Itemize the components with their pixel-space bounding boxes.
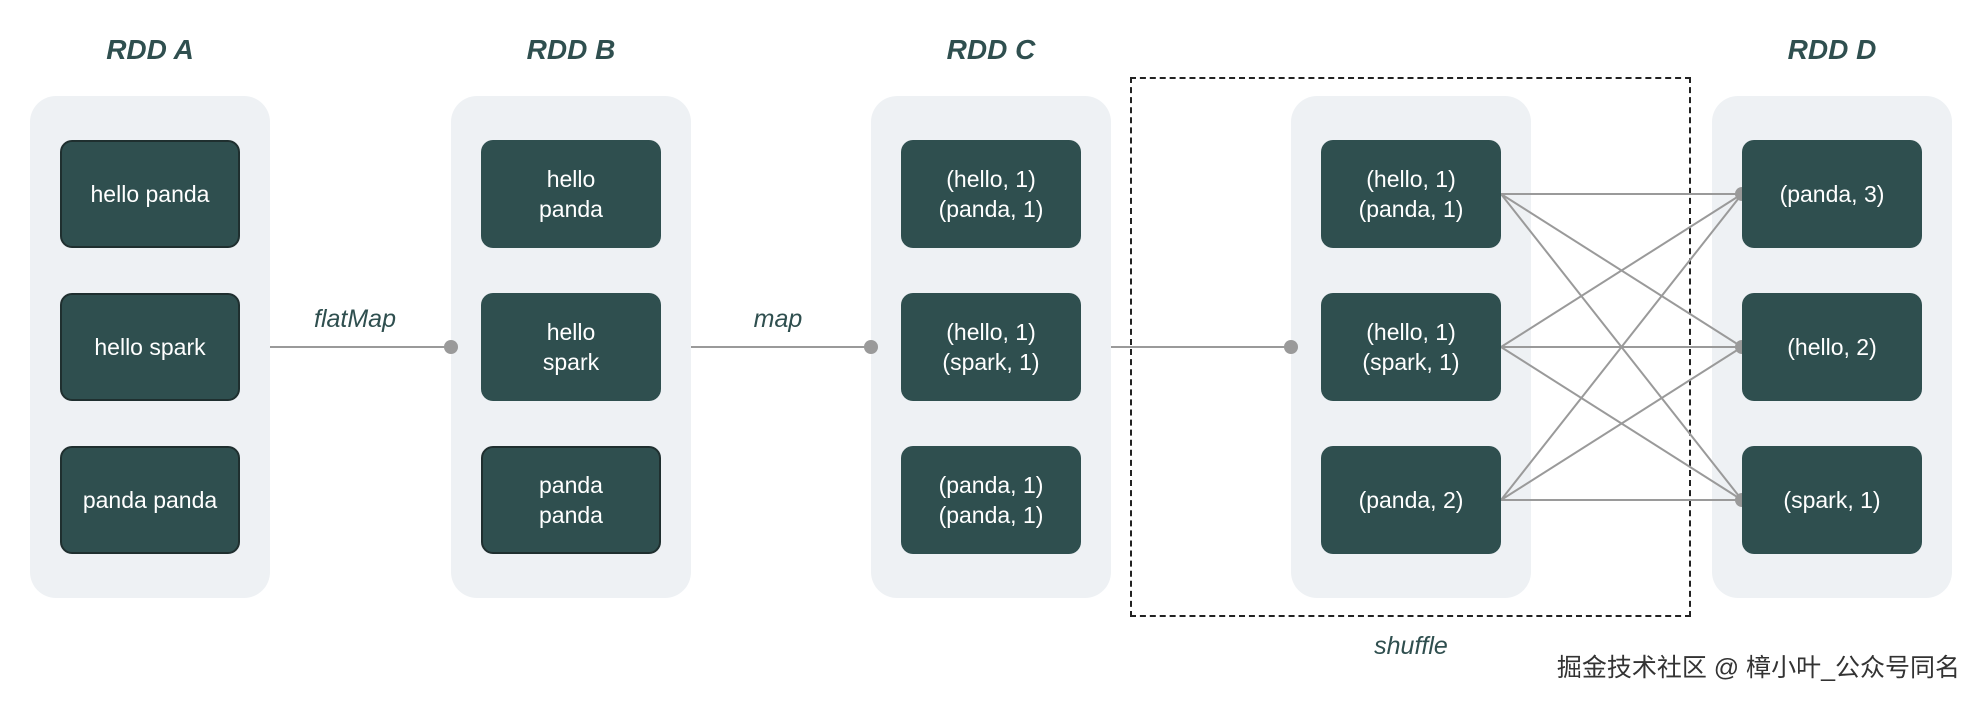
shuffled-partition-2: (hello, 1)(spark, 1) [1321,293,1501,401]
rdd-c-partition-2: (hello, 1)(spark, 1) [901,293,1081,401]
rdd-a-title: RDD A [106,34,194,65]
rdd-c-title: RDD C [946,34,1036,65]
flatmap-label: flatMap [314,305,396,333]
map-endpoint [864,340,878,354]
shuffled-partition-3: (panda, 2) [1321,446,1501,554]
rdd-d-partition-2: (hello, 2) [1742,293,1922,401]
map-label: map [753,305,803,333]
rdd-a-partition-2: hello spark [60,293,240,401]
flatmap-endpoint [444,340,458,354]
rdd-d-partition-3: (spark, 1) [1742,446,1922,554]
rdd-c-partition-3: (panda, 1)(panda, 1) [901,446,1081,554]
shuffle-label: shuffle [1374,632,1448,660]
shuffle-edge [1500,193,1743,501]
rdd-d-title: RDD D [1787,34,1877,65]
rdd-a-partition-1: hello panda [60,140,240,248]
rdd-a-partition-3: panda panda [60,446,240,554]
rdd-b-title: RDD B [526,34,616,65]
shuffle-edge [1500,346,1743,501]
shuffle-input-endpoint [1284,340,1298,354]
shuffled-partition-1: (hello, 1)(panda, 1) [1321,140,1501,248]
rdd-d-partition-1: (panda, 3) [1742,140,1922,248]
shuffle-edge [1500,193,1743,348]
watermark: 掘金技术社区 @ 樟小叶_公众号同名 [1556,654,1960,682]
rdd-c-partition-1: (hello, 1)(panda, 1) [901,140,1081,248]
